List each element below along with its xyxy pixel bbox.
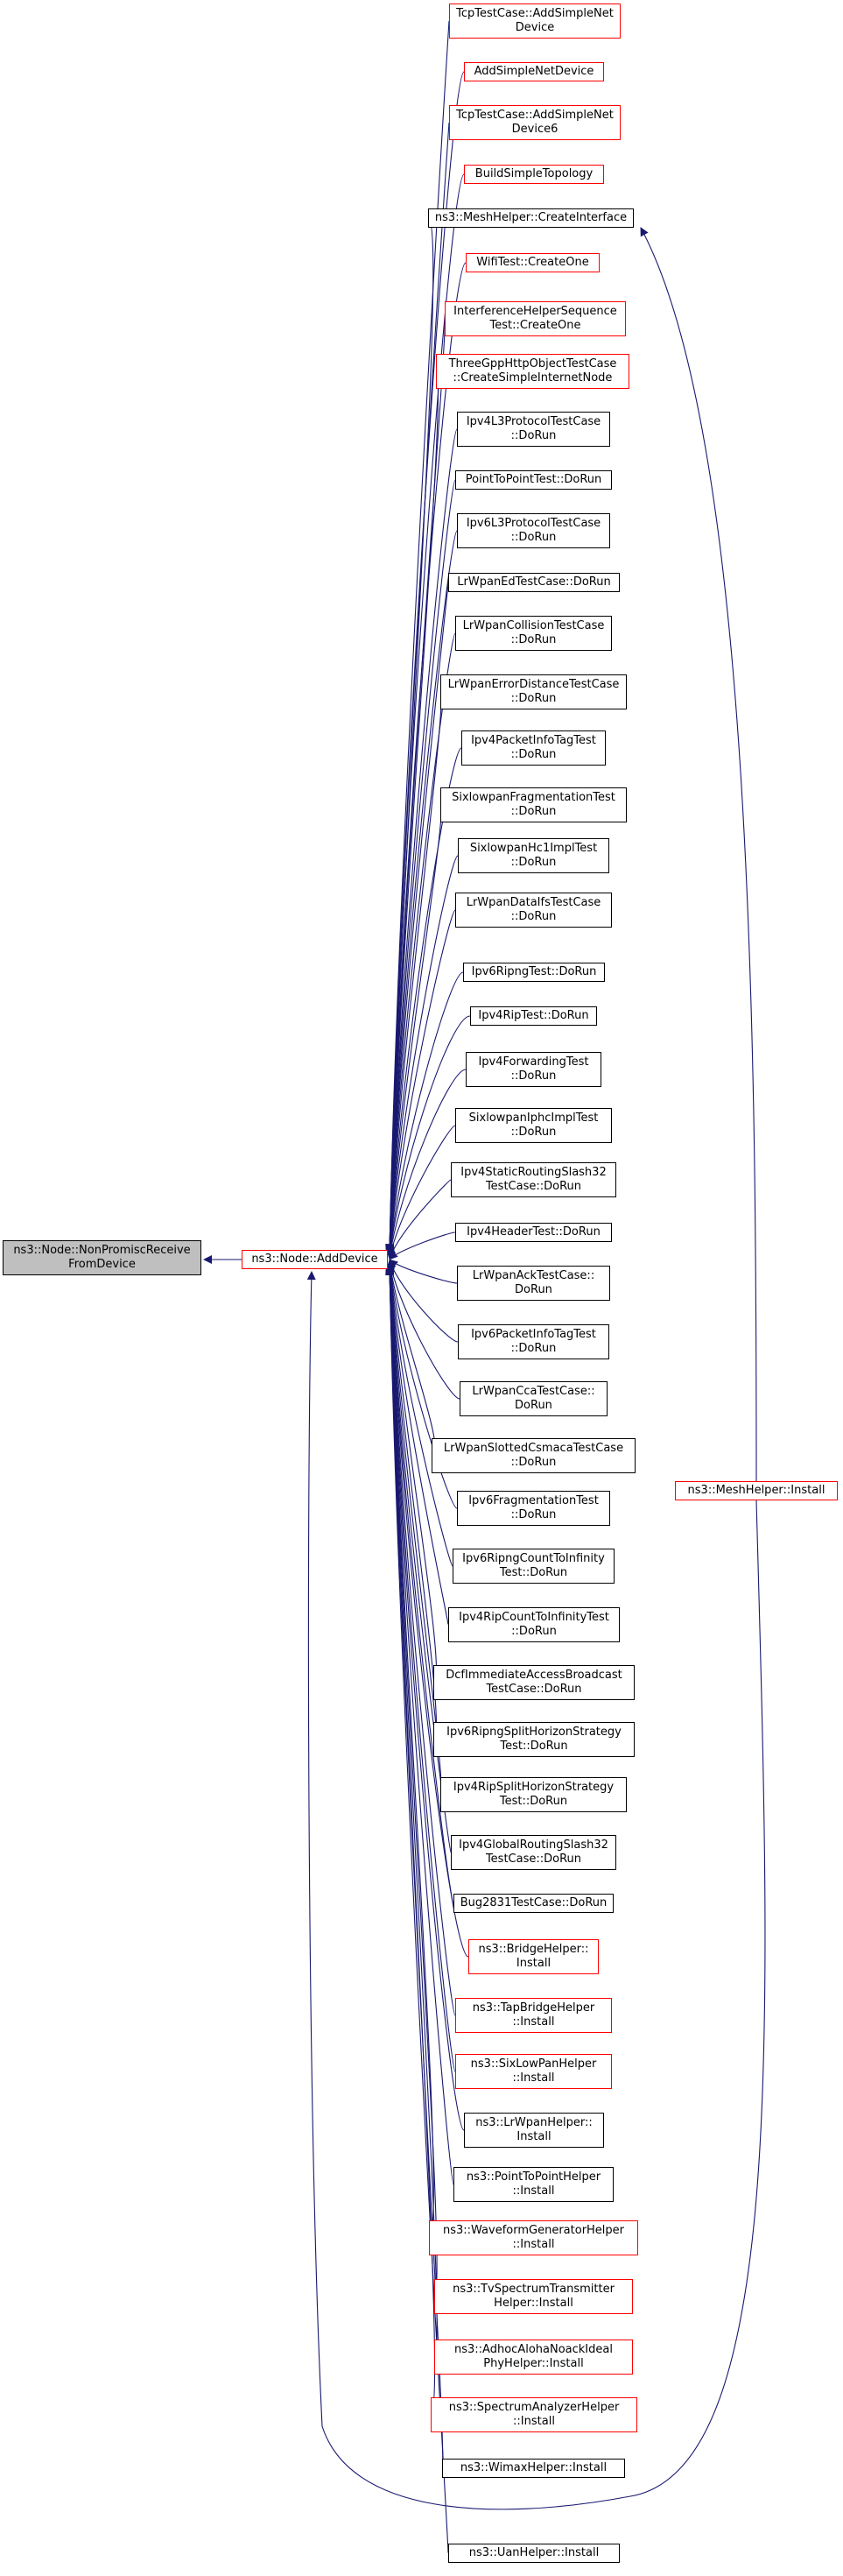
node-lrwpanccatestcase-dorun[interactable]: LrWpanCcaTestCase:: DoRun [460,1381,608,1416]
edge-mesh-install-to-create-interface [640,227,757,1482]
node-pointtopointtest-dorun[interactable]: PointToPointTest::DoRun [455,470,612,490]
node-threegpphttpobjecttestcase-createsimpleinternetnode[interactable]: ThreeGppHttpObjectTestCase ::CreateSimpl… [436,354,629,389]
node-wifitest-createone[interactable]: WifiTest::CreateOne [466,253,600,272]
node-ipv6ripngcounttoinfinitytest-dorun[interactable]: Ipv6RipngCountToInfinity Test::DoRun [453,1549,615,1584]
node-bug2831testcase-dorun[interactable]: Bug2831TestCase::DoRun [453,1894,614,1913]
node-mesh-helper-install[interactable]: ns3::MeshHelper::Install [675,1481,838,1500]
edge-ipv6l3protocoltestcase-dorun-to-add-device [385,530,458,1256]
edge-ipv6packetinfotagtest-dorun-to-add-device [387,1259,459,1343]
node-ns3-tapbridgehelper-install[interactable]: ns3::TapBridgeHelper ::Install [455,1998,612,2033]
node-ns3-bridgehelper-install[interactable]: ns3::BridgeHelper:: Install [468,1939,599,1974]
edge-lrwpanedtestcase-dorun-to-add-device [385,582,449,1257]
edge-lrwpancollisiontestcase-dorun-to-add-device [385,632,456,1257]
node-tcptestcase-addsimplenetdevice[interactable]: TcpTestCase::AddSimpleNet Device [449,4,621,39]
node-ipv6packetinfotagtest-dorun[interactable]: Ipv6PacketInfoTagTest ::DoRun [458,1324,609,1359]
node-ipv4globalroutingslash32testcase-dorun[interactable]: Ipv4GlobalRoutingSlash32 TestCase::DoRun [451,1835,616,1870]
node-ipv4riptest-dorun[interactable]: Ipv4RipTest::DoRun [470,1006,597,1026]
node-ipv6l3protocoltestcase-dorun[interactable]: Ipv6L3ProtocolTestCase ::DoRun [457,513,610,548]
node-ns3-sixlowpanhelper-install[interactable]: ns3::SixLowPanHelper ::Install [455,2054,612,2089]
node-ipv6fragmentationtest-dorun[interactable]: Ipv6FragmentationTest ::DoRun [457,1491,610,1526]
edge-ns3-sixlowpanhelper-install-to-add-device [385,1263,456,2072]
edge-ipv4packetinfotagtest-dorun-to-add-device [385,747,462,1258]
node-interferencehelpersequencetest-createone[interactable]: InterferenceHelperSequence Test::CreateO… [445,301,626,336]
node-ipv6ripngtest-dorun[interactable]: Ipv6RipngTest::DoRun [463,963,605,982]
edge-lrwpandataifstestcase-dorun-to-add-device [385,909,456,1259]
edge-lrwpanerrordistancetestcase-dorun-to-add-device [385,691,442,1257]
edge-ns3-uanhelper-install-to-add-device [385,1267,449,2554]
node-ns3-pointtopointhelper-install[interactable]: ns3::PointToPointHelper ::Install [453,2167,614,2202]
node-lrwpandataifstestcase-dorun[interactable]: LrWpanDataIfsTestCase ::DoRun [455,893,612,928]
node-lrwpanacktestcase-dorun[interactable]: LrWpanAckTestCase:: DoRun [457,1266,610,1301]
node-tcptestcase-addsimplenetdevice6[interactable]: TcpTestCase::AddSimpleNet Device6 [449,105,621,140]
node-ns3-uanhelper-install[interactable]: ns3::UanHelper::Install [448,2544,620,2563]
node-buildsimpletopology[interactable]: BuildSimpleTopology [464,165,604,184]
node-ipv4l3protocoltestcase-dorun[interactable]: Ipv4L3ProtocolTestCase ::DoRun [457,412,610,447]
node-ns3-lrwpanhelper-install[interactable]: ns3::LrWpanHelper:: Install [464,2113,604,2148]
node-ipv4staticroutingslash32testcase-dorun[interactable]: Ipv4StaticRoutingSlash32 TestCase::DoRun [451,1162,616,1197]
node-ipv4ripsplithorizonstrategytest-dorun[interactable]: Ipv4RipSplitHorizonStrategy Test::DoRun [440,1777,627,1812]
edge-ns3-tapbridgehelper-install-to-add-device [385,1263,456,2016]
edge-sixlowpaniphcimpltest-dorun-to-add-device [386,1125,456,1260]
edge-ns3-bridgehelper-install-to-add-device [385,1262,469,1958]
edge-ipv4ripsplithorizonstrategytest-dorun-to-add-device [385,1261,442,1796]
edge-sixlowpanhc1impltest-dorun-to-add-device [385,855,459,1259]
edge-ipv4staticroutingslash32testcase-dorun-to-add-device [387,1179,452,1260]
node-lrwpanslottedcsmacatestcase-dorun[interactable]: LrWpanSlottedCsmacaTestCase ::DoRun [432,1438,636,1473]
node-sixlowpaniphcimpltest-dorun[interactable]: SixlowpanIphcImplTest ::DoRun [455,1108,612,1143]
node-ns3-meshhelper-createinterface[interactable]: ns3::MeshHelper::CreateInterface [428,208,634,228]
node-addsimplenetdevice[interactable]: AddSimpleNetDevice [464,62,604,81]
node-ns3-adhocalohanoackidealphyhelper-install[interactable]: ns3::AdhocAlohaNoackIdeal PhyHelper::Ins… [434,2340,633,2375]
edge-ipv6ripngtest-dorun-to-add-device [385,971,464,1259]
node-focus-nonpromisc-receive-from-device: ns3::Node::NonPromiscReceive FromDevice [3,1240,201,1275]
edge-mesh-install-to-add-device [306,1271,766,2510]
edge-ns3-pointtopointhelper-install-to-add-device [385,1264,454,2185]
edge-lrwpanccatestcase-dorun-to-add-device [386,1260,460,1400]
edge-ipv6fragmentationtest-dorun-to-add-device [385,1260,458,1509]
edge-ipv4forwardingtest-dorun-to-add-device [386,1069,467,1260]
node-ns3-wimaxhelper-install[interactable]: ns3::WimaxHelper::Install [442,2459,625,2478]
node-ns3-waveformgeneratorhelper-install[interactable]: ns3::WaveformGeneratorHelper ::Install [429,2220,638,2255]
node-ns3-spectrumanalyzerhelper-install[interactable]: ns3::SpectrumAnalyzerHelper ::Install [431,2397,637,2432]
node-add-device[interactable]: ns3::Node::AddDevice [242,1250,388,1269]
edge-ipv6ripngcounttoinfinitytest-dorun-to-add-device [385,1260,453,1567]
edge-ipv4riptest-dorun-to-add-device [385,1015,471,1260]
edge-ipv4headertest-dorun-to-add-device [389,1232,456,1260]
node-sixlowpanhc1impltest-dorun[interactable]: SixlowpanHc1ImplTest ::DoRun [458,838,609,873]
node-sixlowpanfragmentationtest-dorun[interactable]: SixlowpanFragmentationTest ::DoRun [440,787,627,822]
node-lrwpancollisiontestcase-dorun[interactable]: LrWpanCollisionTestCase ::DoRun [455,616,612,651]
edge-ipv4globalroutingslash32testcase-dorun-to-add-device [385,1262,452,1853]
edge-ns3-lrwpanhelper-install-to-add-device [385,1264,465,2131]
node-ipv4packetinfotagtest-dorun[interactable]: Ipv4PacketInfoTagTest ::DoRun [461,730,606,766]
node-dcfimmediateaccessbroadcasttestcase-dorun[interactable]: DcfImmediateAccessBroadcast TestCase::Do… [433,1665,635,1700]
node-ipv4headertest-dorun[interactable]: Ipv4HeaderTest::DoRun [455,1223,612,1242]
node-ipv6ripngsplithorizonstrategytest-dorun[interactable]: Ipv6RipngSplitHorizonStrategy Test::DoRu… [433,1722,635,1757]
node-ipv4ripcounttoinfinitytest-dorun[interactable]: Ipv4RipCountToInfinityTest ::DoRun [448,1607,620,1642]
node-lrwpanedtestcase-dorun[interactable]: LrWpanEdTestCase::DoRun [448,573,620,592]
node-ns3-tvspectrumtransmitterhelper-install[interactable]: ns3::TvSpectrumTransmitter Helper::Insta… [434,2279,633,2314]
node-ipv4forwardingtest-dorun[interactable]: Ipv4ForwardingTest ::DoRun [466,1052,601,1087]
node-lrwpanerrordistancetestcase-dorun[interactable]: LrWpanErrorDistanceTestCase ::DoRun [440,674,627,709]
edge-ipv4ripcounttoinfinitytest-dorun-to-add-device [385,1260,449,1626]
